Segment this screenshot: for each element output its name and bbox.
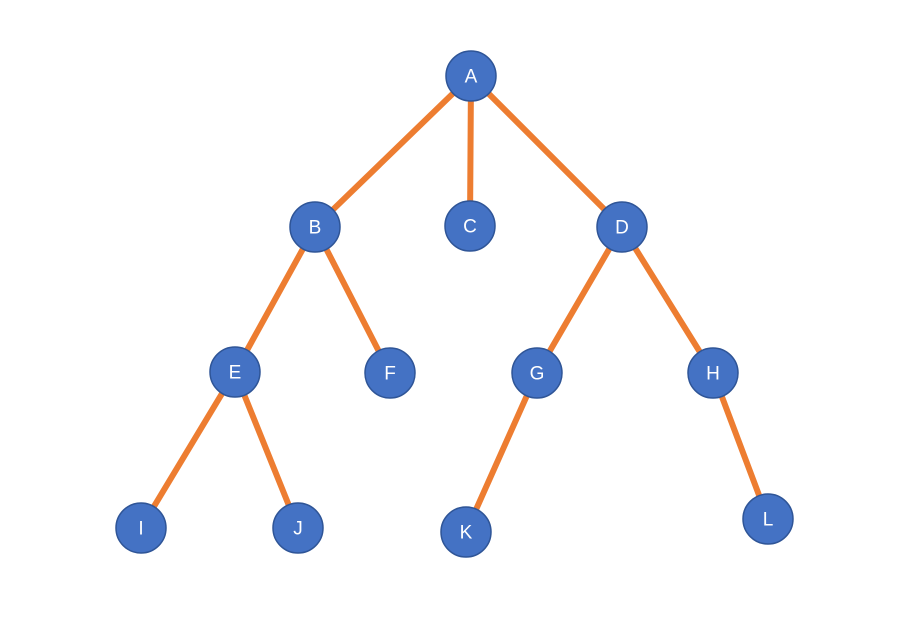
tree-node-circle-D (596, 201, 648, 253)
tree-node-circle-G (511, 347, 563, 399)
tree-edge-B-E (232, 224, 318, 375)
tree-node-label-E: E (229, 363, 242, 384)
tree-node-circle-F (364, 347, 416, 399)
tree-node-J: J (272, 502, 324, 554)
tree-edge-E-I (138, 369, 238, 531)
tree-edge-H-L (710, 370, 771, 522)
tree-node-C: C (444, 200, 496, 252)
tree-node-circle-E (209, 346, 261, 398)
tree-node-circle-C (444, 200, 496, 252)
tree-node-A: A (445, 50, 497, 102)
tree-node-label-C: C (463, 217, 477, 238)
tree-node-circle-B (289, 201, 341, 253)
tree-node-F: F (364, 347, 416, 399)
tree-node-B: B (289, 201, 341, 253)
tree-node-label-D: D (615, 218, 629, 239)
tree-node-K: K (440, 506, 492, 558)
tree-node-label-F: F (384, 364, 396, 385)
tree-node-circle-J (272, 502, 324, 554)
tree-node-label-K: K (460, 523, 473, 544)
tree-node-circle-L (742, 493, 794, 545)
tree-node-label-H: H (706, 364, 720, 385)
tree-node-circle-K (440, 506, 492, 558)
tree-node-label-L: L (763, 510, 774, 531)
tree-node-label-B: B (309, 218, 322, 239)
tree-node-circle-A (445, 50, 497, 102)
tree-edge-A-D (468, 73, 625, 230)
tree-node-D: D (596, 201, 648, 253)
edges-layer (138, 73, 771, 535)
tree-node-label-I: I (138, 519, 143, 540)
tree-node-label-A: A (465, 67, 478, 88)
tree-node-label-G: G (530, 364, 545, 385)
tree-node-H: H (687, 347, 739, 399)
tree-node-G: G (511, 347, 563, 399)
tree-edge-D-H (619, 224, 716, 376)
tree-node-I: I (115, 502, 167, 554)
tree-edge-B-F (312, 224, 393, 376)
tree-edge-E-J (232, 369, 301, 531)
tree-node-L: L (742, 493, 794, 545)
tree-node-label-J: J (293, 519, 303, 540)
nodes-layer: A B C D E F G H I J K L (115, 50, 794, 558)
tree-node-E: E (209, 346, 261, 398)
tree-edge-G-K (463, 370, 540, 535)
tree-edge-A-B (312, 73, 474, 230)
tree-node-circle-H (687, 347, 739, 399)
tree-edge-D-G (534, 224, 625, 376)
tree-node-circle-I (115, 502, 167, 554)
